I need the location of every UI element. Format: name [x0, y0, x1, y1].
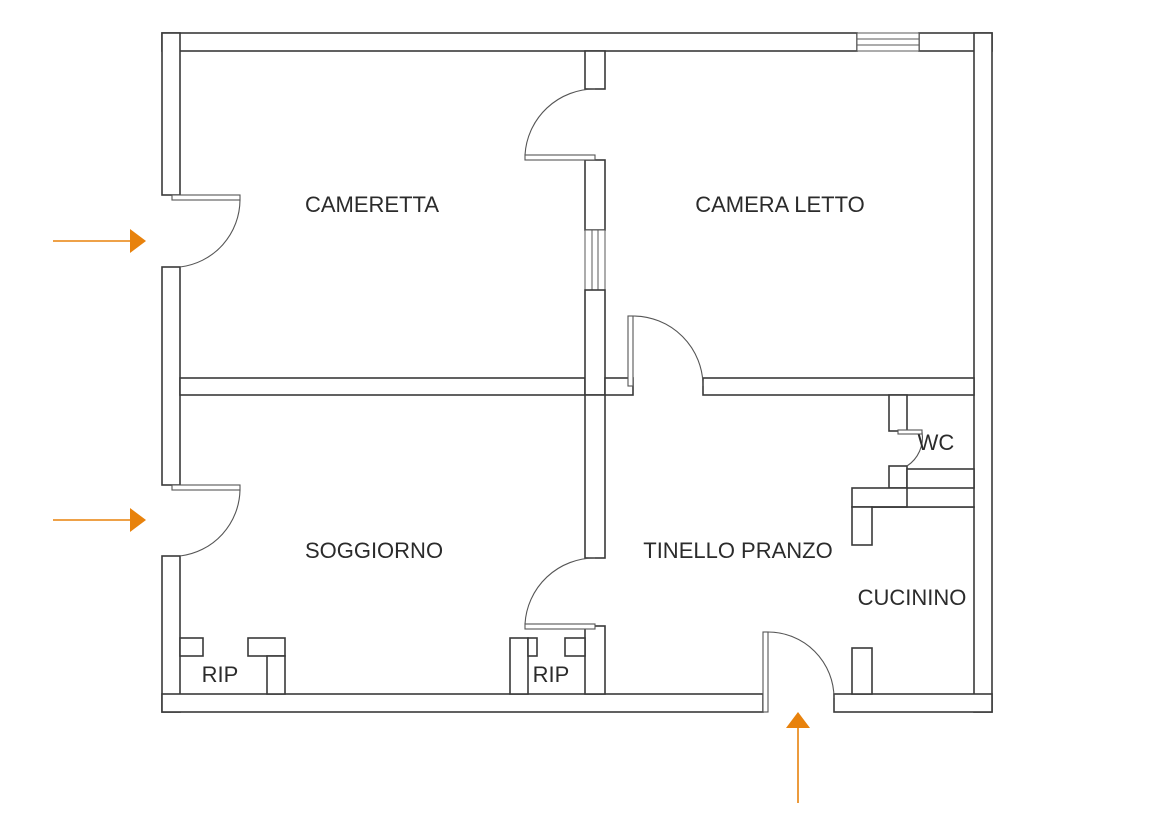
entry-arrow-soggiorno — [53, 508, 146, 532]
room-label-rip-center: RIP — [533, 662, 570, 687]
entry-arrow-cameretta — [53, 229, 146, 253]
outer-wall — [161, 32, 993, 713]
room-label-tinello-pranzo: TINELLO PRANZO — [643, 538, 832, 563]
door-wc — [897, 429, 923, 467]
room-label-soggiorno: SOGGIORNO — [305, 538, 443, 563]
room-label-cameretta: CAMERETTA — [305, 192, 439, 217]
room-label-cucinino: CUCININO — [858, 585, 967, 610]
door-soggiorno-entry — [171, 484, 241, 557]
door-cameretta-entry — [171, 194, 241, 268]
entry-arrow-tinello — [786, 712, 810, 803]
door-soggiorno-tinello — [524, 557, 596, 630]
door-camera-letto — [627, 315, 704, 387]
glazed-partition — [584, 229, 606, 291]
door-tinello-entry — [762, 631, 835, 713]
room-label-camera-letto: CAMERA LETTO — [695, 192, 865, 217]
room-label-wc: WC — [918, 430, 955, 455]
door-cameretta-camera — [524, 88, 596, 161]
room-label-rip-left: RIP — [202, 662, 239, 687]
window-camera-letto — [856, 32, 920, 52]
interior-walls — [179, 50, 975, 695]
